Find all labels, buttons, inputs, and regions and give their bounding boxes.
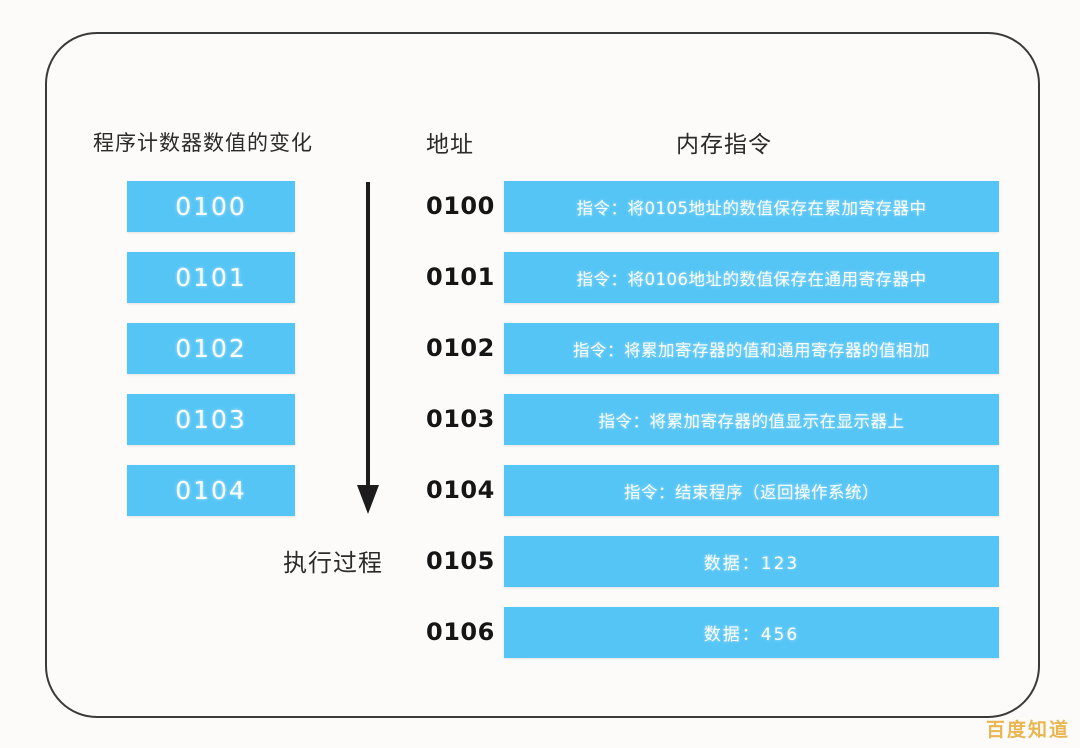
- memory-instruction-bar: 指令：将累加寄存器的值和通用寄存器的值相加: [504, 323, 999, 374]
- memory-content-label: 指令：将累加寄存器的值显示在显示器上: [598, 411, 905, 431]
- memory-instruction-bar: 指令：结束程序（返回操作系统）: [504, 465, 999, 516]
- memory-address-label: 0100: [426, 192, 495, 220]
- watermark: 百度知道: [985, 719, 1070, 741]
- memory-instruction-bar: 指令：将0105地址的数值保存在累加寄存器中: [504, 181, 999, 232]
- diagram-card: [45, 32, 1040, 718]
- memory-row: 0103 指令：将累加寄存器的值显示在显示器上: [426, 394, 1001, 445]
- pc-column-heading: 程序计数器数值的变化: [93, 131, 313, 155]
- memory-row: 0101 指令：将0106地址的数值保存在通用寄存器中: [426, 252, 1001, 303]
- execution-process-label: 执行过程: [283, 549, 383, 577]
- pc-value-label: 0103: [175, 405, 247, 434]
- pc-value-box: 0102: [127, 323, 295, 374]
- memory-instruction-bar: 指令：将累加寄存器的值显示在显示器上: [504, 394, 999, 445]
- memory-instruction-bar: 指令：将0106地址的数值保存在通用寄存器中: [504, 252, 999, 303]
- memory-content-label: 数据：456: [703, 625, 800, 645]
- memory-address-label: 0106: [426, 618, 495, 646]
- pc-value-label: 0101: [175, 263, 247, 292]
- address-column-heading: 地址: [426, 132, 474, 158]
- memory-row: 0104 指令：结束程序（返回操作系统）: [426, 465, 1001, 516]
- memory-address-label: 0103: [426, 405, 495, 433]
- memory-data-bar: 数据：123: [504, 536, 999, 587]
- memory-address-label: 0101: [426, 263, 495, 291]
- memory-column-heading: 内存指令: [676, 132, 772, 158]
- memory-content-label: 指令：将0105地址的数值保存在累加寄存器中: [576, 198, 927, 218]
- pc-value-label: 0100: [175, 192, 247, 221]
- memory-content-label: 指令：将0106地址的数值保存在通用寄存器中: [576, 269, 927, 289]
- pc-value-label: 0102: [175, 334, 247, 363]
- memory-row: 0105 数据：123: [426, 536, 1001, 587]
- pc-value-box: 0103: [127, 394, 295, 445]
- memory-content-label: 数据：123: [703, 554, 800, 574]
- pc-value-label: 0104: [175, 476, 247, 505]
- memory-row: 0102 指令：将累加寄存器的值和通用寄存器的值相加: [426, 323, 1001, 374]
- memory-address-label: 0104: [426, 476, 495, 504]
- memory-table: 0100 指令：将0105地址的数值保存在累加寄存器中 0101 指令：将0106地址…: [426, 181, 1001, 678]
- memory-content-label: 指令：将累加寄存器的值和通用寄存器的值相加: [573, 340, 930, 360]
- pc-value-box: 0104: [127, 465, 295, 516]
- memory-content-label: 指令：结束程序（返回操作系统）: [624, 482, 879, 502]
- pc-value-box: 0100: [127, 181, 295, 232]
- memory-data-bar: 数据：456: [504, 607, 999, 658]
- memory-row: 0100 指令：将0105地址的数值保存在累加寄存器中: [426, 181, 1001, 232]
- execution-flow-arrow-icon: [357, 182, 379, 514]
- program-counter-column: 0100 0101 0102 0103 0104: [127, 181, 295, 536]
- memory-address-label: 0102: [426, 334, 495, 362]
- pc-value-box: 0101: [127, 252, 295, 303]
- memory-address-label: 0105: [426, 547, 495, 575]
- memory-row: 0106 数据：456: [426, 607, 1001, 658]
